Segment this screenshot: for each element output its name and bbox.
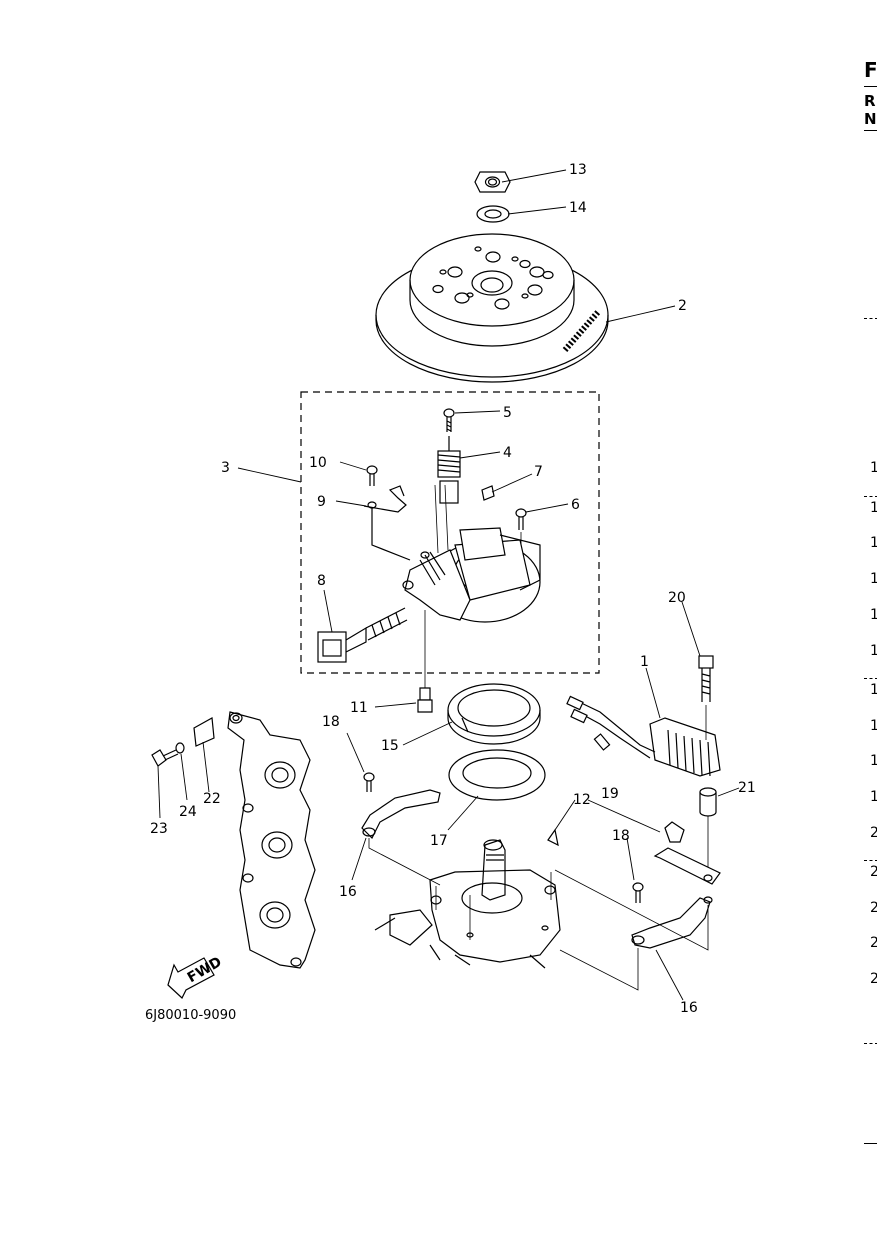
screw-10: [366, 465, 378, 486]
callout-22: 22: [203, 791, 221, 807]
edge-index-item: 2: [870, 825, 877, 841]
callout-3: 3: [221, 460, 230, 476]
callout-16-left: 16: [339, 884, 357, 900]
stator-collar: [447, 683, 541, 745]
callout-7: 7: [534, 464, 543, 480]
edge-dash-4: [864, 860, 877, 861]
callout-11: 11: [350, 700, 368, 716]
callout-24: 24: [179, 804, 197, 820]
bolt-23: [151, 749, 179, 767]
edge-heading-letter: F: [864, 58, 877, 82]
edge-index-item: 1: [870, 500, 877, 516]
callout-18-right: 18: [612, 828, 630, 844]
edge-index-item: 2: [870, 864, 877, 880]
wire-holder-bracket: [653, 821, 721, 885]
diagram-code: 6J80010-9090: [145, 1008, 236, 1023]
callout-2: 2: [678, 298, 687, 314]
washer-24: [175, 742, 185, 754]
thrust-plate: [448, 749, 546, 801]
screw-6: [515, 508, 527, 560]
stator-assembly-box: [300, 391, 600, 674]
edge-index-item: 1: [870, 535, 877, 551]
woodruff-key: [547, 828, 559, 847]
edge-index-item: 2: [870, 900, 877, 916]
edge-index-item: 1: [870, 571, 877, 587]
cylinder-side-cover: [227, 711, 316, 969]
callout-18-left: 18: [322, 714, 340, 730]
callout-4: 4: [503, 445, 512, 461]
edge-dash-5: [864, 1043, 877, 1044]
callout-21: 21: [738, 780, 756, 796]
edge-index-item: 2: [870, 935, 877, 951]
screw-5: [443, 408, 455, 432]
screw-18-right: [632, 882, 644, 903]
clip-22: [193, 717, 215, 747]
callout-16-right: 16: [680, 1000, 698, 1016]
edge-row-r: R: [864, 92, 876, 110]
rectifier-regulator: [566, 695, 721, 777]
callout-13: 13: [569, 162, 587, 178]
screw-7: [481, 485, 495, 501]
callout-23: 23: [150, 821, 168, 837]
callout-1: 1: [640, 654, 649, 670]
flywheel-nut: [474, 171, 511, 193]
edge-rule-bottom: [864, 1143, 877, 1144]
callout-12: 12: [573, 792, 591, 808]
edge-row-n: N: [864, 110, 877, 128]
callout-17: 17: [430, 833, 448, 849]
pulser-wire-connector: [317, 607, 408, 663]
leader-lines: [157, 169, 740, 1001]
collar-21: [699, 787, 717, 880]
callout-5: 5: [503, 405, 512, 421]
edge-rule-header: [864, 130, 877, 131]
edge-index-item: 1: [870, 643, 877, 659]
edge-index-item: 1: [870, 460, 877, 476]
edge-index-item: 1: [870, 682, 877, 698]
callout-6: 6: [571, 497, 580, 513]
pulser-stator-base: [402, 484, 541, 690]
support-bracket-right: [554, 869, 713, 991]
edge-index-item: 1: [870, 789, 877, 805]
callout-20: 20: [668, 590, 686, 606]
edge-index-item: 1: [870, 753, 877, 769]
flywheel-rotor: [375, 233, 609, 383]
edge-dash-3: [864, 678, 877, 679]
bolt-11: [417, 687, 433, 713]
edge-rule-top: [864, 86, 877, 87]
crankshaft-housing: [374, 839, 561, 969]
edge-index-item: 1: [870, 718, 877, 734]
callout-15: 15: [381, 738, 399, 754]
lever-bracket: [363, 485, 411, 561]
callout-9: 9: [317, 494, 326, 510]
support-bracket-left: [361, 789, 441, 886]
flywheel-washer: [476, 205, 510, 223]
charge-coil: [437, 436, 461, 504]
callout-14: 14: [569, 200, 587, 216]
callout-10: 10: [309, 455, 327, 471]
callout-8: 8: [317, 573, 326, 589]
callout-19: 19: [601, 786, 619, 802]
edge-dash-1: [864, 318, 877, 319]
edge-index-item: 2: [870, 971, 877, 987]
edge-index-item: 1: [870, 607, 877, 623]
bolt-20: [698, 655, 714, 740]
edge-dash-2: [864, 496, 877, 497]
forward-direction-arrow: [167, 957, 215, 999]
screw-18-left: [363, 772, 375, 792]
